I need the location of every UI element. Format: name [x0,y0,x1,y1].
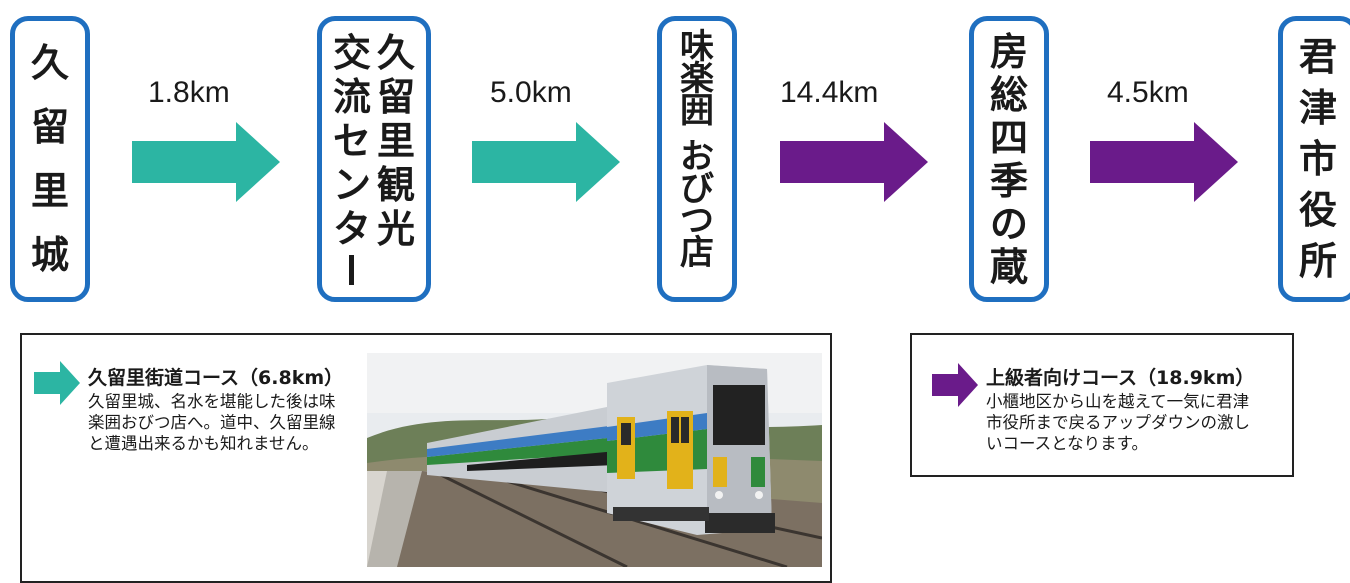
stop-char: 蔵 [989,245,1028,289]
stop-char: 役 [1298,188,1337,233]
stop-char: セ [332,119,371,163]
stop-kimitsu-city-hall: 君 津 市 役 所 [1278,16,1350,302]
stop-char: 光 [376,207,415,251]
course-description-line: と遭遇出来るかも知れません。 [88,434,319,453]
stop-char: 所 [1298,239,1337,284]
route-arrow-2-icon [472,122,620,202]
stop-char: 留 [376,75,415,119]
stop-char: つ [680,201,714,241]
stop-label: 房 総 四 季 の 蔵 [987,30,1031,289]
stop-char [330,251,374,285]
route-arrow-1-icon [132,122,280,202]
stop-char: お [680,137,714,177]
stop-char: 市 [1298,136,1337,181]
stop-char: 里 [376,119,415,163]
teal-arrow-icon [34,361,80,405]
course-title: 上級者向けコース（18.9km） [986,367,1255,389]
distance-label-3: 14.4km [780,76,879,109]
course-description-line: いコースとなります。 [986,434,1149,453]
route-arrow-4-icon [1090,122,1238,202]
stop-char: 久 [376,31,415,75]
stop-char: 津 [1298,85,1337,130]
stop-char: 留 [30,105,69,149]
stop-char: 流 [332,75,371,119]
stop-mirakui-obitsu: 味 楽 囲 お び つ 店 [657,16,737,302]
stop-kururi-center: 久 留 里 観 光 交 流 セ ン タ [317,16,431,302]
stop-boso-shiki-no-kura: 房 総 四 季 の 蔵 [969,16,1049,302]
stop-char: 囲 [680,91,714,131]
stop-char: 季 [989,159,1028,203]
course-panel-advanced: 上級者向けコース（18.9km） 小櫃地区から山を越えて一気に君津 市役所まで戻… [910,333,1294,477]
stop-kururi-castle: 久 留 里 城 [10,16,90,302]
stop-char: 里 [30,169,69,213]
course-description: 久留里城、名水を堪能した後は味 楽囲おびつ店へ。道中、久留里線 と遭遇出来るかも… [88,391,336,454]
distance-label-1: 1.8km [148,76,230,109]
route-arrow-3-icon [780,122,928,202]
course-description-line: 楽囲おびつ店へ。道中、久留里線 [88,413,336,432]
stop-char: ン [332,163,371,207]
stop-label-line-1: 久 留 里 観 光 [374,31,418,287]
course-description: 小櫃地区から山を越えて一気に君津 市役所まで戻るアップダウンの激し いコースとな… [986,391,1250,454]
stop-char: の [989,202,1028,246]
stop-label-line-2: 交 流 セ ン タ [330,31,374,287]
stop-label: 味 楽 囲 お び つ 店 [675,27,719,287]
purple-arrow-icon [932,363,978,407]
stop-char: 店 [680,233,714,273]
stop-char: び [680,169,714,209]
stop-char: 楽 [680,59,714,99]
stop-char: 房 [989,30,1028,74]
course-panel-kurure: 久留里街道コース（6.8km） 久留里城、名水を堪能した後は味 楽囲おびつ店へ。… [20,333,832,583]
stop-label: 久 留 里 城 [28,31,72,287]
stop-char: 四 [989,116,1028,160]
stop-char: 観 [376,163,415,207]
distance-label-4: 4.5km [1107,76,1189,109]
stop-label: 君 津 市 役 所 [1296,31,1340,287]
stop-char: 総 [989,73,1028,117]
stop-char: 城 [30,233,69,277]
stop-char: 久 [30,41,69,85]
stop-char: 君 [1298,34,1337,79]
stop-char: 味 [680,27,714,67]
course-description-line: 小櫃地区から山を越えて一気に君津 [986,392,1250,411]
train-photo [367,353,822,567]
course-description-line: 市役所まで戻るアップダウンの激し [986,413,1250,432]
distance-label-2: 5.0km [490,76,572,109]
stop-char: タ [332,207,371,251]
course-description-line: 久留里城、名水を堪能した後は味 [88,392,336,411]
stop-char: 交 [332,31,371,75]
course-title: 久留里街道コース（6.8km） [88,367,344,389]
